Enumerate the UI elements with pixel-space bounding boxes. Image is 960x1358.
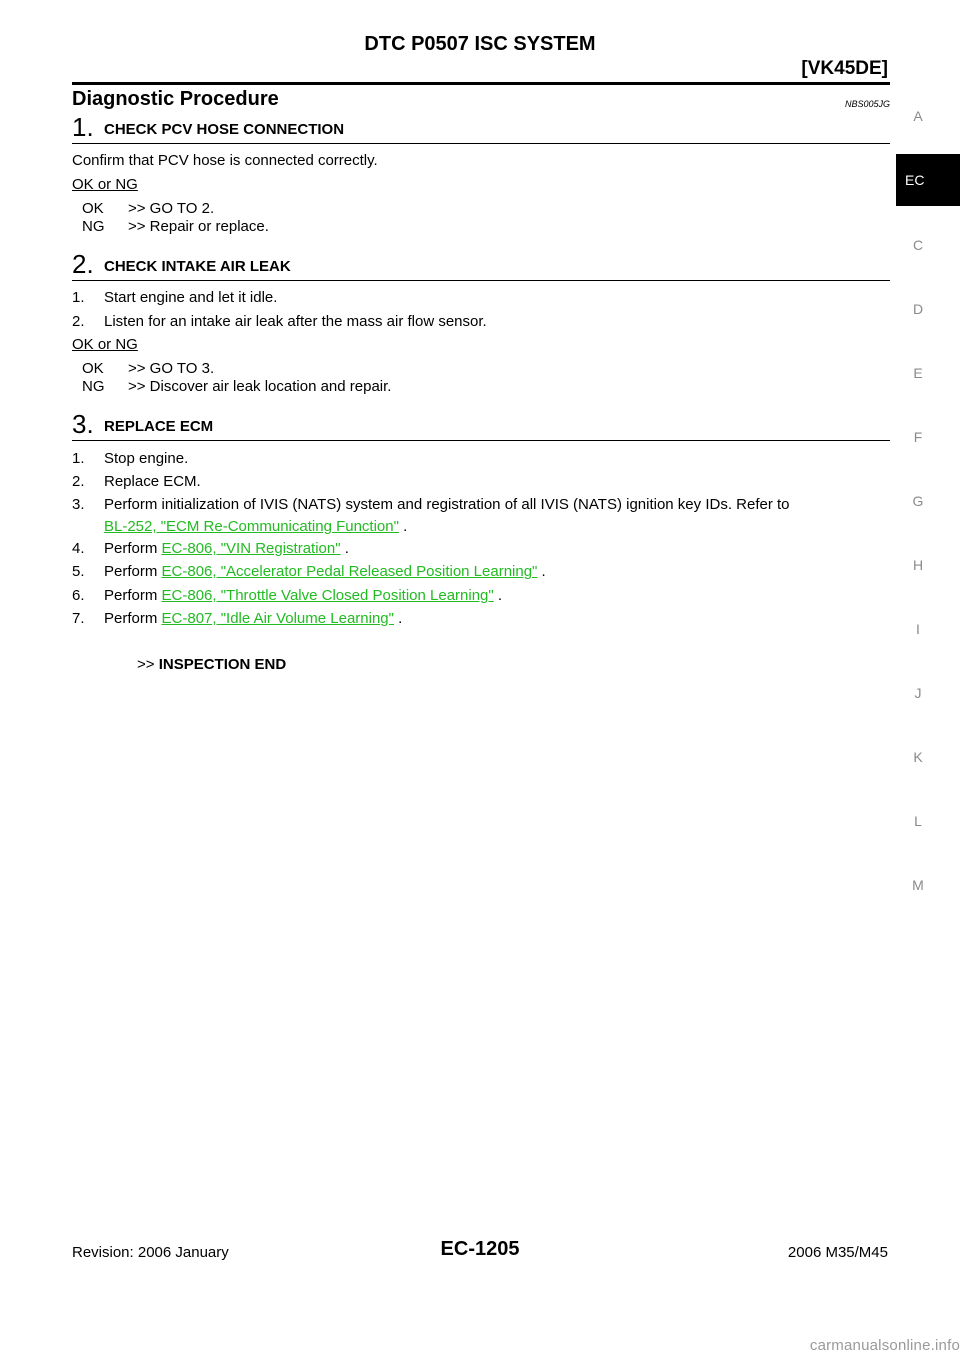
throttle-valve-learning-link[interactable]: EC-806, "Throttle Valve Closed Position … [161,587,494,604]
ng-action: >> Discover air leak location and repair… [128,378,392,395]
step-2-ng-result: NG >> Discover air leak location and repa… [82,378,391,395]
list-item: 4. Perform EC-806, "VIN Registration" . [72,538,890,560]
ok-action: >> GO TO 2. [128,200,215,217]
step-1-ok-result: OK >> GO TO 2. [82,200,214,217]
list-item-text-body: Perform initialization of IVIS (NATS) sy… [104,496,790,513]
tab-k[interactable]: K [913,749,923,765]
list-item-number: 2. [72,313,85,330]
vin-registration-link[interactable]: EC-806, "VIN Registration" [161,540,341,557]
tab-m[interactable]: M [912,877,924,893]
list-item-number: 6. [72,587,85,604]
tab-j[interactable]: J [914,685,922,701]
tab-a[interactable]: A [913,108,923,124]
list-item-prefix: Perform [104,540,162,557]
tab-l[interactable]: L [914,813,922,829]
list-item-prefix: Perform [104,587,162,604]
tab-e[interactable]: E [913,365,923,381]
link-suffix: . [398,518,408,535]
list-item-number: 4. [72,540,85,557]
step-2-title: CHECK INTAKE AIR LEAK [104,258,291,275]
step-2-number: 2. [72,249,94,279]
list-item: 2. Replace ECM. [72,471,890,493]
ok-code: OK [82,360,104,377]
list-item-text: Perform EC-806, "VIN Registration" . [104,538,890,560]
list-item: 7. Perform EC-807, "Idle Air Volume Lear… [72,608,890,630]
list-item-text: Perform EC-806, "Throttle Valve Closed P… [104,585,890,607]
list-item-text: Start engine and let it idle. [104,289,278,306]
section-reference-code: NBS005JG [844,99,890,109]
list-item-number: 2. [72,473,85,490]
step-2-ok-or-ng: OK or NG [72,336,138,353]
ecm-recommunicating-link[interactable]: BL-252, "ECM Re-Communicating Function" [104,518,399,535]
tab-ec-active[interactable]: EC [896,154,960,206]
footer-model: 2006 M35/M45 [787,1244,888,1261]
tab-g[interactable]: G [912,493,924,509]
step-3-heading: 3. REPLACE ECM [72,410,890,441]
list-item: 5. Perform EC-806, "Accelerator Pedal Re… [72,561,890,583]
step-2-ok-result: OK >> GO TO 3. [82,360,214,377]
list-item-number: 5. [72,563,85,580]
ng-action: >> Repair or replace. [128,218,269,235]
engine-model-label: [VK45DE] [801,58,888,79]
idle-air-volume-learning-link[interactable]: EC-807, "Idle Air Volume Learning" [161,610,394,627]
list-item: 3. Perform initialization of IVIS (NATS)… [72,494,890,538]
list-item: 1. Start engine and let it idle. [72,287,890,309]
list-item-text: Replace ECM. [104,473,201,490]
list-item-number: 1. [72,289,85,306]
ng-code: NG [82,218,105,235]
list-item-text: Perform EC-806, "Accelerator Pedal Relea… [104,561,890,583]
section-title: Diagnostic Procedure [72,88,279,110]
tab-f[interactable]: F [913,429,923,445]
list-item-number: 3. [72,496,85,513]
header-divider [72,82,890,85]
end-arrow: >> [137,656,159,673]
ok-code: OK [82,200,104,217]
list-item-number: 7. [72,610,85,627]
end-text: INSPECTION END [158,656,287,673]
step-1-title: CHECK PCV HOSE CONNECTION [104,121,345,138]
step-1-number: 1. [72,112,94,142]
ng-code: NG [82,378,105,395]
watermark: carmanualsonline.info [809,1337,960,1354]
link-suffix: . [493,587,503,604]
list-item: 2. Listen for an intake air leak after t… [72,311,890,333]
tab-i[interactable]: I [916,621,920,637]
accelerator-pedal-learning-link[interactable]: EC-806, "Accelerator Pedal Released Posi… [161,563,538,580]
step-1-ok-or-ng: OK or NG [72,176,138,193]
list-item: 6. Perform EC-806, "Throttle Valve Close… [72,585,890,607]
list-item-text: Listen for an intake air leak after the … [104,313,487,330]
step-3-number: 3. [72,409,94,439]
link-suffix: . [340,540,349,557]
footer-page-number: EC-1205 [440,1238,520,1260]
list-item: 1. Stop engine. [72,448,890,470]
tab-d[interactable]: D [912,301,924,317]
link-suffix: . [537,563,546,580]
ok-action: >> GO TO 3. [128,360,215,377]
footer-revision: Revision: 2006 January [72,1244,229,1261]
step-3-title: REPLACE ECM [104,418,214,435]
list-item-prefix: Perform [104,563,162,580]
document-title: DTC P0507 ISC SYSTEM [364,33,596,55]
inspection-end: >> INSPECTION END [137,656,286,673]
step-1-heading: 1. CHECK PCV HOSE CONNECTION [72,113,890,144]
step-1-ng-result: NG >> Repair or replace. [82,218,269,235]
tab-c[interactable]: C [912,237,924,253]
list-item-text: Stop engine. [104,450,189,467]
list-item-text: Perform EC-807, "Idle Air Volume Learnin… [104,608,890,630]
list-item-text: Perform initialization of IVIS (NATS) sy… [104,494,890,538]
list-item-number: 1. [72,450,85,467]
step-1-instruction: Confirm that PCV hose is connected corre… [72,152,378,169]
step-2-heading: 2. CHECK INTAKE AIR LEAK [72,250,890,281]
tab-h[interactable]: H [912,557,924,573]
link-suffix: . [393,610,403,627]
list-item-prefix: Perform [104,610,162,627]
